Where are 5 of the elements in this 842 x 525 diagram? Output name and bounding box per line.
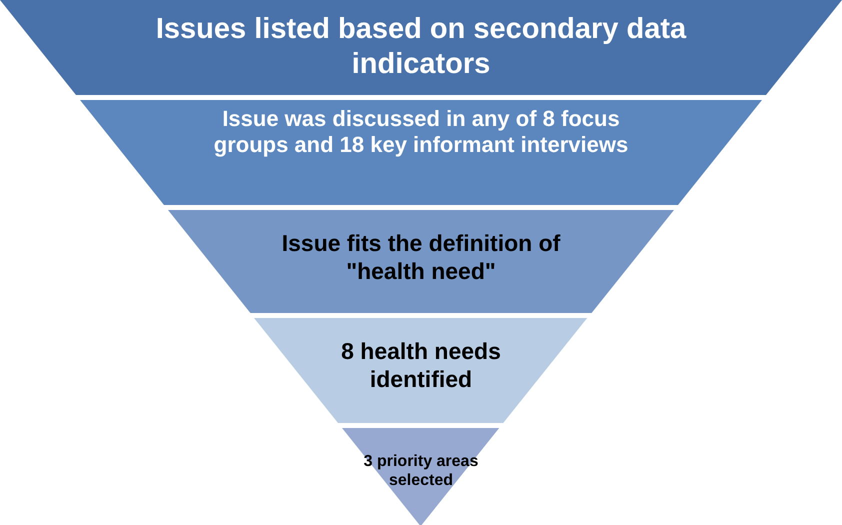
stage-label: 3 priority areas selected <box>362 452 480 490</box>
stage-label: Issue was discussed in any of 8 focus groups and 18 key informant interviews <box>212 106 630 159</box>
stage-label: 8 health needs identified <box>340 338 502 394</box>
stage-label: Issues listed based on secondary data indicators <box>154 12 688 82</box>
stage-label: Issue fits the definition of "health need" <box>280 230 562 286</box>
